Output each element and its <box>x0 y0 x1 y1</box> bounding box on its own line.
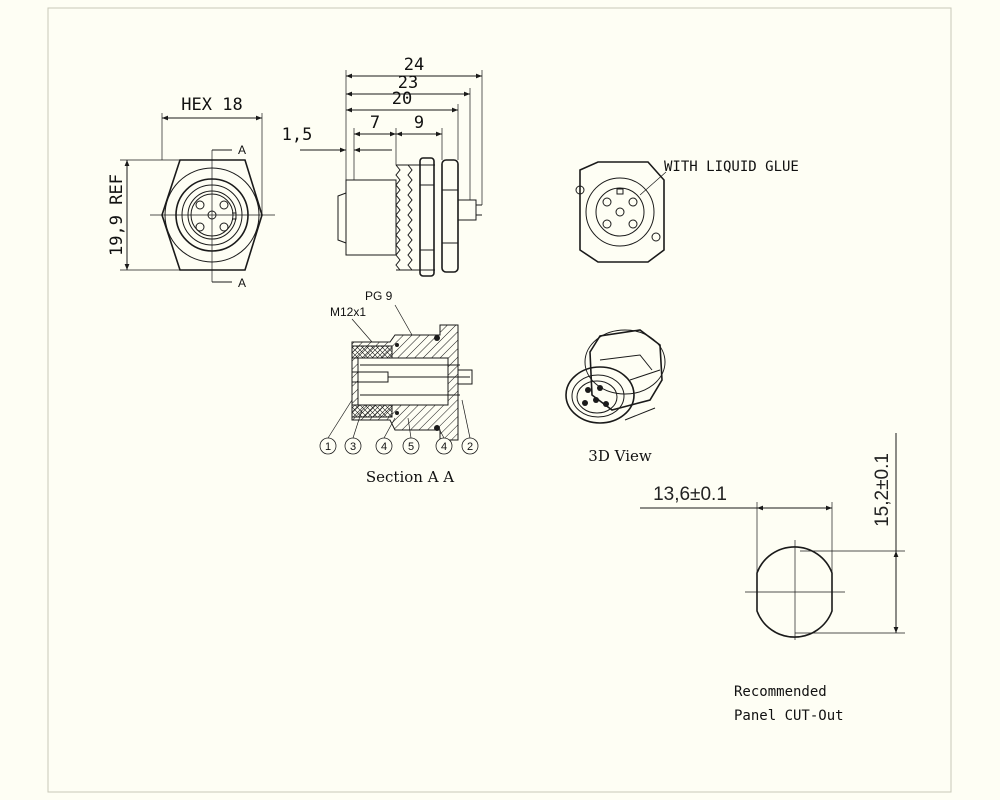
pin-1 <box>195 200 205 210</box>
balloon-leader <box>407 417 412 439</box>
thread-m12-label: M12x1 <box>330 305 366 319</box>
dim-9: 9 <box>414 113 424 133</box>
liquid-glue-note: WITH LIQUID GLUE <box>664 159 799 175</box>
cutout-width-label: 13,6±0.1 <box>653 484 727 505</box>
dim-7: 7 <box>370 113 380 133</box>
balloon-number: 4 <box>441 441 447 453</box>
balloon-circle <box>319 437 337 455</box>
dim-23: 23 <box>398 73 418 93</box>
section-title: Section A A <box>366 468 454 486</box>
section-mark-bottom: A <box>238 276 246 290</box>
rear-view: WITH LIQUID GLUE <box>575 159 799 263</box>
balloon-circle <box>402 437 420 455</box>
iso-hex-flange <box>589 329 663 411</box>
balloon-circle <box>344 437 362 455</box>
balloon-number: 2 <box>467 441 473 453</box>
balloon-group: 1 3 4 5 4 2 <box>319 399 479 455</box>
key-notch <box>232 212 237 220</box>
dim-20: 20 <box>392 89 412 109</box>
pin-3 <box>195 222 205 232</box>
section-view: M12x1 PG 9 1 3 4 5 4 2 Section A A <box>319 289 479 486</box>
balloon-number: 1 <box>325 441 331 453</box>
dim-1-5: 1,5 <box>282 125 313 145</box>
dim-overall-length: 24 <box>404 55 424 75</box>
front-view: HEX 18 19,9 REF A A <box>107 95 275 290</box>
pin-4 <box>219 222 229 232</box>
balloon-leader <box>436 424 445 439</box>
balloon-number: 3 <box>350 441 356 453</box>
cutout-height-label: 15,2±0.1 <box>872 453 893 527</box>
thread-pg-label: PG 9 <box>365 289 393 303</box>
panel-cutout: 13,6±0.1 15,2±0.1 Recommended Panel CUT-… <box>640 433 905 724</box>
balloon-leader <box>352 409 363 439</box>
cutout-caption-line2: Panel CUT-Out <box>734 708 844 724</box>
cutout-shape <box>756 546 833 638</box>
balloon-leader <box>383 417 396 439</box>
balloon-circle <box>461 437 479 455</box>
balloon-leader <box>327 399 353 439</box>
iso-view: 3D View <box>565 329 666 465</box>
balloon-circle <box>435 437 453 455</box>
balloon-number: 5 <box>408 441 414 453</box>
height-ref-label: 19,9 REF <box>107 174 127 256</box>
section-mark-top: A <box>238 143 246 157</box>
balloon-number: 4 <box>381 441 387 453</box>
balloon-circle <box>375 437 393 455</box>
rear-flange-outline <box>579 161 665 263</box>
pin-2 <box>219 200 229 210</box>
balloon-leader <box>461 399 471 439</box>
drawing-frame <box>47 7 952 793</box>
hex-size-label: HEX 18 <box>181 95 242 115</box>
side-view: 24 23 20 7 9 1,5 <box>282 55 483 277</box>
iso-view-title: 3D View <box>588 447 652 465</box>
cutout-caption-line1: Recommended <box>734 684 827 700</box>
